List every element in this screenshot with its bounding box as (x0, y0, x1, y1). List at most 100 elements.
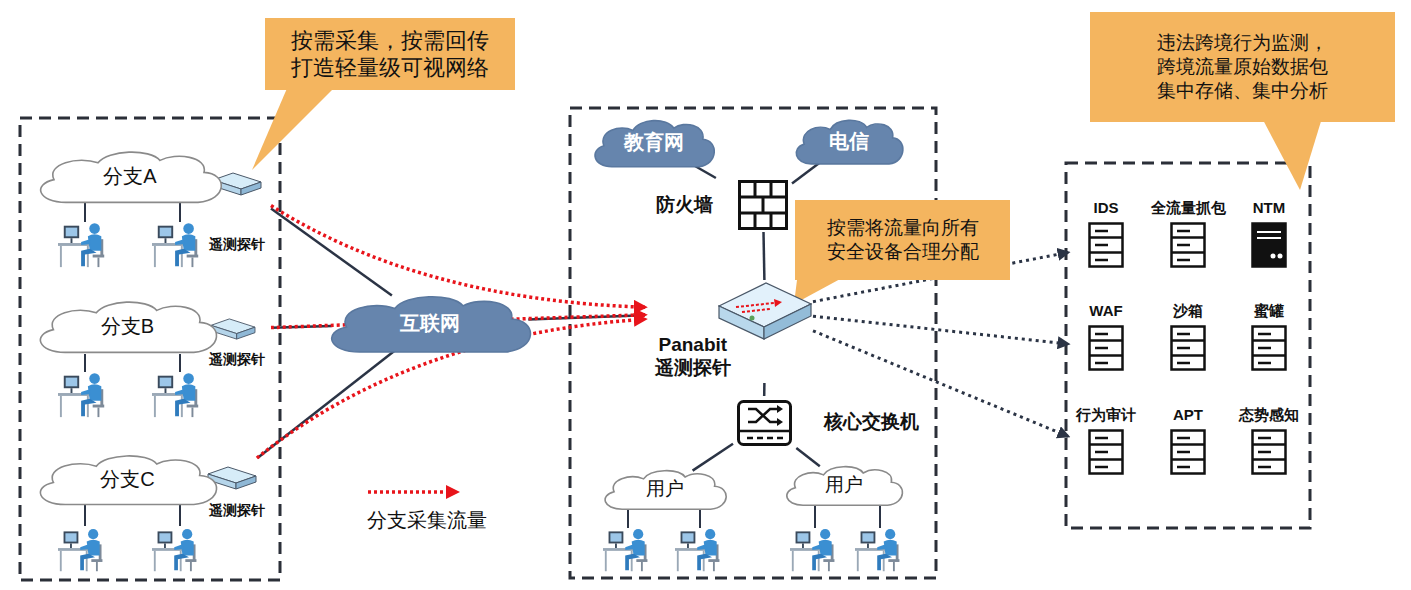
callout-box-text: 违法跨境行为监测， 跨境流量原始数据包 集中存储、集中分析 (1152, 31, 1333, 102)
user-cloud-text: 用户 (646, 477, 684, 501)
legend-text: 分支采集流量 (367, 508, 487, 533)
branch-cloud: 分支C (30, 450, 225, 508)
switch-icon (739, 402, 791, 445)
probe-node-text: 遥测探针 (209, 502, 265, 520)
probe-node: 遥测探针 (203, 458, 271, 522)
region-frames (20, 108, 1310, 580)
server-node-text: 全流量抓包 (1151, 199, 1226, 218)
user-computers-part (790, 529, 834, 571)
region-frames-part (1066, 163, 1310, 528)
server-icons-part (1172, 224, 1205, 267)
user-computers-part (603, 529, 647, 571)
server-node-text: 蜜罐 (1254, 302, 1284, 321)
server-node: 全流量抓包 (1146, 196, 1231, 276)
server-icons-part (1253, 224, 1286, 267)
server-node-text: APT (1173, 406, 1203, 425)
switch-icon-part (777, 405, 783, 413)
callout-box: 按需将流量向所有 安全设备合理分配 (795, 200, 1010, 280)
server-icons-part (1090, 224, 1123, 267)
network-link (762, 232, 765, 280)
user-computers-part (675, 529, 719, 571)
callout-box-text: 按需将流量向所有 安全设备合理分配 (822, 216, 984, 264)
server-node: WAF (1068, 299, 1144, 379)
switch-icon-part (777, 418, 783, 426)
callout-box: 违法跨境行为监测， 跨境流量原始数据包 集中存储、集中分析 (1090, 12, 1395, 122)
callout-tails-part (252, 86, 336, 170)
server-node: NTM (1231, 196, 1307, 276)
server-node: 沙箱 (1150, 299, 1226, 379)
server-icons-part (1253, 327, 1286, 370)
isp-cloud-text: 教育网 (624, 130, 684, 155)
branch-cloud: 分支A (30, 146, 230, 206)
firewall-icon-part-part (754, 182, 757, 198)
server-icons-part (1090, 431, 1123, 474)
isp-cloud-text: 电信 (829, 129, 869, 154)
firewall-icon-part-part (770, 213, 773, 229)
branch-flow-arrow (271, 206, 645, 308)
user-computers-part (58, 223, 104, 267)
switch-icon-part-part (757, 437, 763, 440)
server-node-text: IDS (1093, 199, 1118, 218)
server-node-text: WAF (1089, 302, 1122, 321)
core-switch: 核心交换机 (733, 396, 925, 448)
firewall-node: 防火墙 (650, 178, 792, 232)
server-icons-part (1172, 327, 1205, 370)
switch-icon-part-part (748, 409, 777, 422)
server-node-text: NTM (1253, 199, 1286, 218)
panabit-probe: Panabit 遥测探针 (645, 280, 813, 383)
region-frames-part (570, 108, 936, 578)
branch-cloud-text: 分支A (103, 164, 156, 189)
server-node: 态势感知 (1231, 403, 1307, 483)
firewall-icon-part-part (762, 197, 765, 213)
network-link (271, 209, 392, 296)
user-cloud: 用户 (780, 462, 908, 508)
user-cloud: 用户 (598, 466, 732, 512)
firewall-node-text: 防火墙 (656, 193, 713, 217)
cloud-outline (787, 467, 903, 506)
user-cloud-text: 用户 (825, 473, 863, 497)
user-wires-part (84, 354, 86, 372)
user-wires-part (699, 509, 701, 528)
server-node: 蜜罐 (1231, 299, 1307, 379)
probe-icons-part (719, 283, 811, 339)
switch-icon-part-part (747, 437, 753, 440)
probe-node: 遥测探针 (203, 315, 271, 371)
switch-icon-part (747, 437, 783, 440)
distribution-arrow (813, 316, 1068, 344)
callout-tails-part (1262, 118, 1322, 190)
cloud-outline (332, 297, 531, 352)
server-node-text: 行为审计 (1076, 406, 1136, 425)
legend-sample-part (368, 490, 446, 494)
distribution-arrow (813, 331, 1068, 437)
user-wires-part (179, 203, 181, 222)
user-wires-part (179, 505, 181, 526)
firewall-icon-part (740, 182, 787, 229)
switch-icon-part (739, 402, 791, 445)
user-computers-part (58, 373, 104, 417)
switch-icon-part-part (748, 409, 777, 422)
network-link (796, 448, 820, 466)
user-computers (58, 223, 899, 571)
branch-cloud-text: 分支C (100, 467, 154, 492)
cloud-outline (40, 302, 216, 352)
server-icons-part (1172, 431, 1205, 474)
internet-cloud-text: 互联网 (400, 311, 460, 336)
legend-sample (368, 485, 460, 499)
internet-cloud: 互联网 (320, 290, 540, 356)
firewall-icon-part (740, 182, 787, 229)
server-node: 行为审计 (1068, 403, 1144, 483)
panabit-probe-text: Panabit 遥测探针 (651, 333, 735, 381)
user-wires-part (627, 509, 629, 528)
user-computers-part (855, 529, 899, 571)
server-node: APT (1150, 403, 1226, 483)
user-wires-part (814, 505, 816, 528)
region-frames-part (20, 118, 280, 580)
switch-icon-part (748, 409, 777, 422)
probe-node-text: 遥测探针 (209, 351, 265, 369)
probe-node: 遥测探针 (203, 168, 271, 256)
callout-box-text: 按需采集，按需回传 打造轻量级可视网络 (286, 27, 495, 82)
switch-icon-part (739, 430, 791, 433)
user-wires-part (84, 505, 86, 526)
user-computers-part (152, 223, 198, 267)
